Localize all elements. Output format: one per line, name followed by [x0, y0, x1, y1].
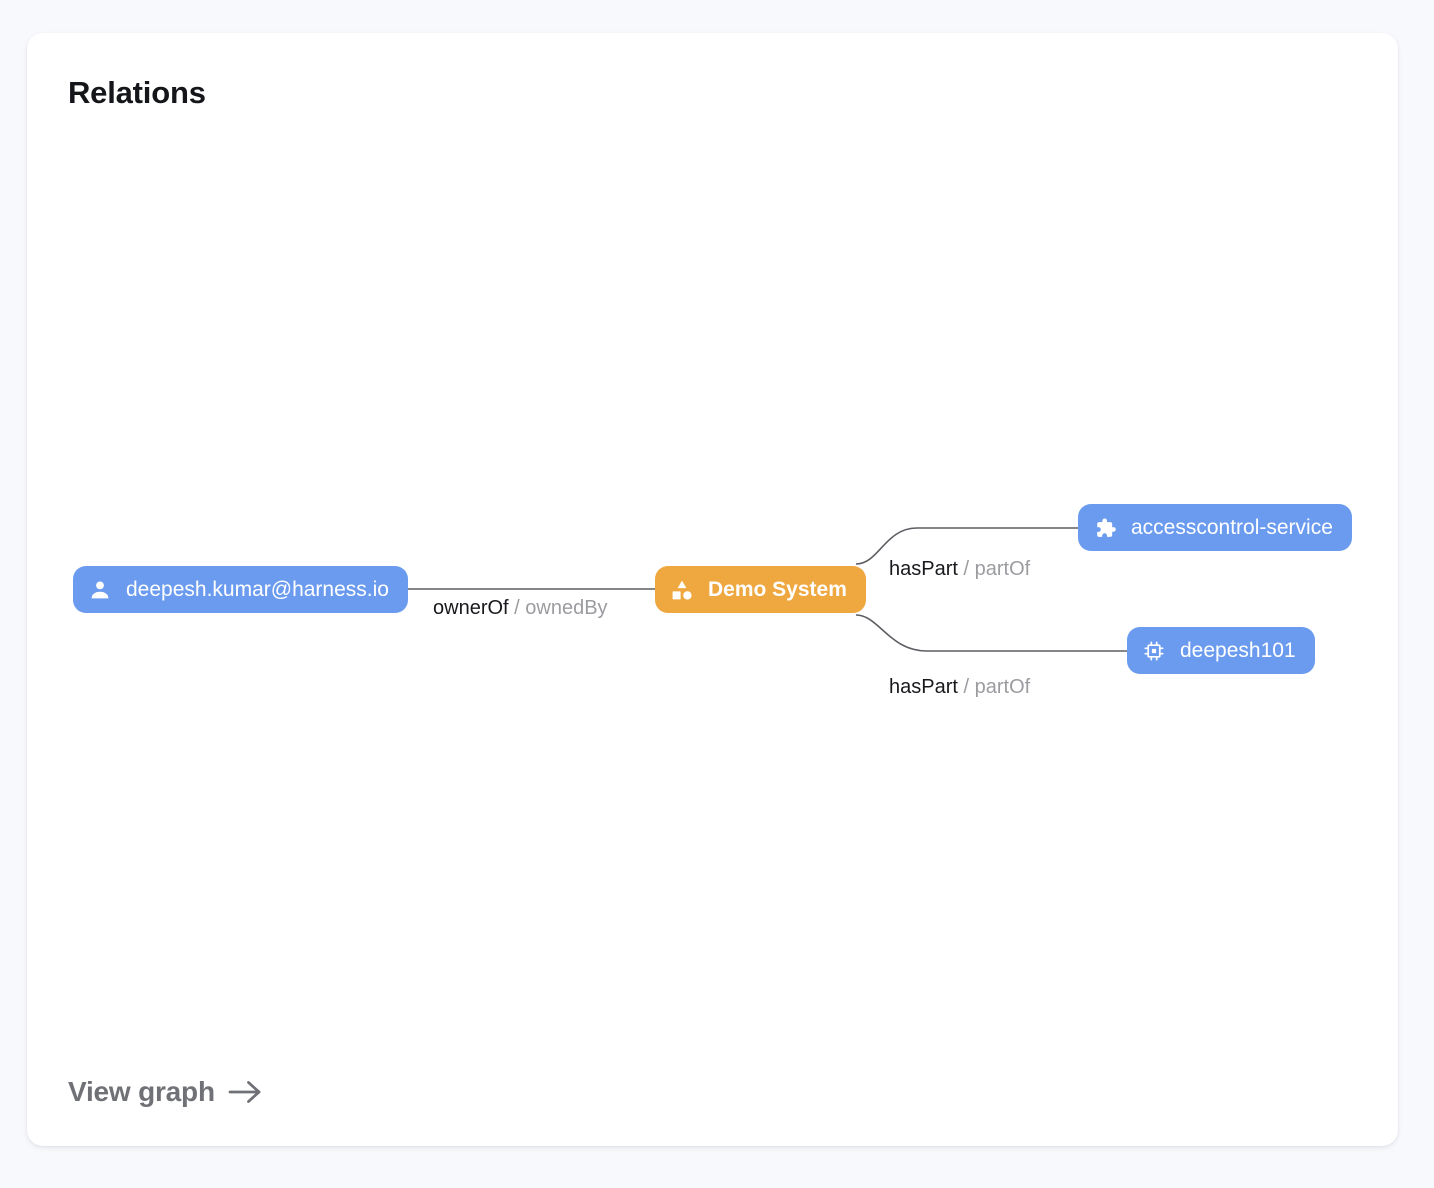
edge-label-forward: hasPart [889, 676, 958, 698]
graph-node-label: deepesh101 [1180, 639, 1296, 662]
edge-label-forward: hasPart [889, 558, 958, 580]
edge-label-has-part-component: hasPart / partOf [889, 559, 1030, 579]
page-title: Relations [68, 75, 206, 110]
relations-graph: deepesh.kumar@harness.io Demo System acc… [27, 33, 1398, 1146]
graph-node-user[interactable]: deepesh.kumar@harness.io [73, 566, 408, 613]
edge-label-reverse: ownedBy [525, 597, 608, 619]
view-graph-link[interactable]: View graph [68, 1076, 262, 1108]
graph-node-resource[interactable]: deepesh101 [1127, 627, 1315, 674]
edge-label-separator: / [963, 558, 975, 580]
edge-system-resource-line [855, 614, 1127, 652]
graph-edge-layer [373, 527, 1127, 652]
edge-system-component-line [855, 527, 1078, 565]
edge-label-forward: ownerOf [433, 597, 509, 619]
edge-label-reverse: partOf [974, 676, 1031, 698]
view-graph-label: View graph [68, 1076, 215, 1107]
graph-node-system[interactable]: Demo System [655, 566, 866, 613]
puzzle-icon [1093, 516, 1117, 540]
edge-label-separator: / [514, 597, 526, 619]
arrow-right-icon [228, 1078, 262, 1106]
edge-label-owner-of: ownerOf / ownedBy [433, 598, 608, 618]
edge-label-reverse: partOf [974, 558, 1031, 580]
category-icon [670, 578, 694, 602]
graph-node-label: accesscontrol-service [1131, 516, 1333, 539]
graph-node-label: Demo System [708, 578, 847, 601]
graph-node-component[interactable]: accesscontrol-service [1078, 504, 1352, 551]
edge-label-separator: / [963, 676, 975, 698]
edge-label-has-part-resource: hasPart / partOf [889, 677, 1030, 697]
chip-icon [1142, 639, 1166, 663]
person-icon [88, 578, 112, 602]
graph-node-label: deepesh.kumar@harness.io [126, 578, 389, 601]
relations-card: Relations deepesh.kumar@harness.io [27, 33, 1398, 1146]
